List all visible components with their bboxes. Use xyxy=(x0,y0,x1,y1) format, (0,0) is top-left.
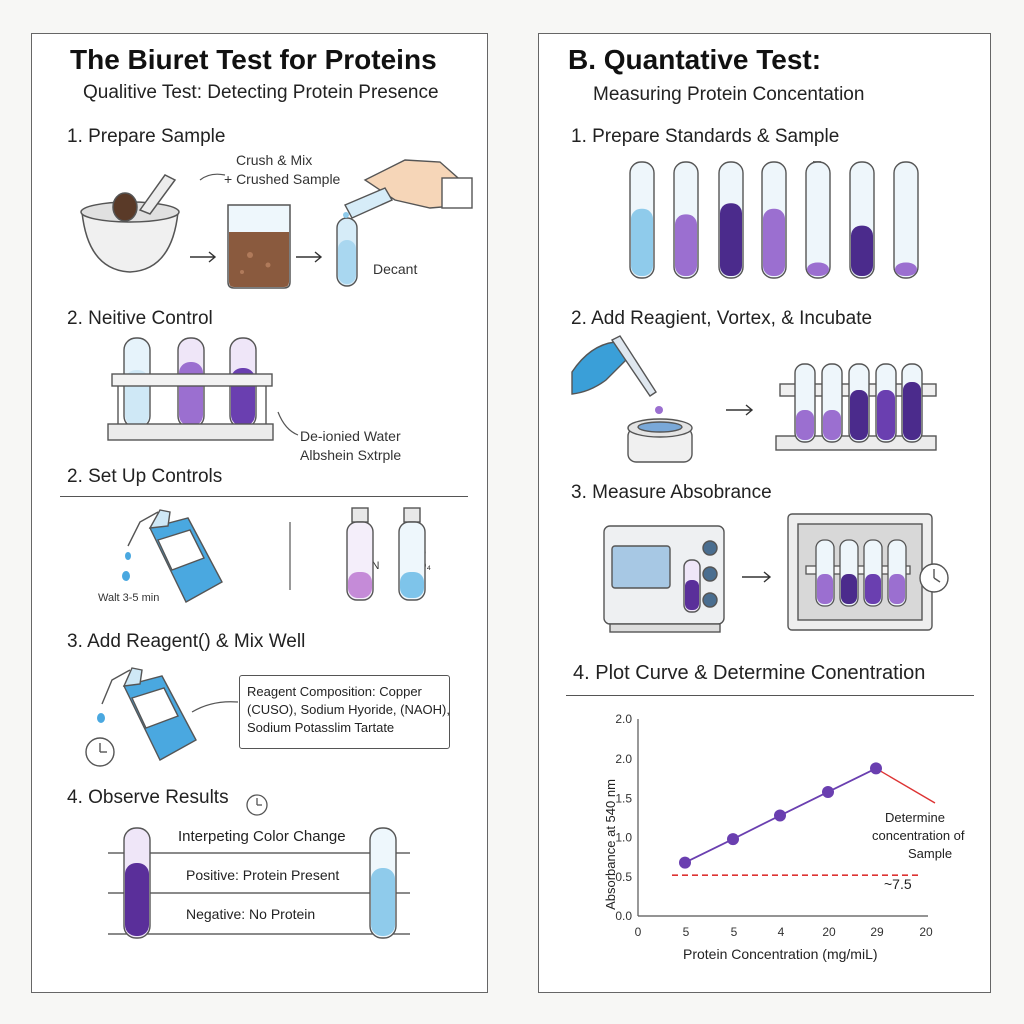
positive-result: Positive: Protein Present xyxy=(186,867,340,883)
tube-label: 0 4COH xyxy=(768,194,780,234)
crush-label-1: Crush & Mix xyxy=(236,152,313,168)
control-label-1: De-ionied Water xyxy=(300,428,401,444)
chart-annotation-2: concentration of xyxy=(872,828,965,843)
vial2-label-2: CUO₄ xyxy=(402,560,431,572)
tube-label: Baoain Randard xyxy=(812,160,824,240)
right-step1-title: 1. Prepare Standards & Sample xyxy=(571,126,840,147)
reagent-composition-box xyxy=(239,675,450,749)
right-subtitle: Measuring Protein Concentation xyxy=(593,84,865,105)
display-sub: Aumahsble ocn xyxy=(622,575,678,584)
crush-label-2: + Crushed Sample xyxy=(224,171,341,187)
divider-2 xyxy=(566,695,974,696)
tube-label: 0.5 xyxy=(636,206,648,222)
reference-label: ~7.5 xyxy=(884,876,912,892)
display-value: - 0.75 xyxy=(626,558,657,572)
left-step2-title: 2. Neitive Control xyxy=(67,308,213,329)
decant-label: Decant xyxy=(373,261,418,277)
control-label-2: Albshein Sxtrple xyxy=(300,447,402,463)
chart-annotation-3: Sample xyxy=(908,846,953,861)
left-title: The Biuret Test for Proteins xyxy=(70,44,437,75)
composition-line-3: Sodium Potasslim Tartate xyxy=(247,720,395,735)
left-step1-title: 1. Prepare Sample xyxy=(67,126,226,147)
composition-line-2: (CUSO), Sodium Hyoride, (NAOH), xyxy=(247,702,450,717)
left-subtitle: Qualitive Test: Detecting Protein Presen… xyxy=(83,82,439,103)
tube-label: 22ngtmle xyxy=(856,191,868,237)
divider xyxy=(60,496,468,497)
vial1-label-2: NMAN xyxy=(347,560,380,572)
tube-label: Unkoan Sample xyxy=(900,161,912,240)
right-step3-title: 3. Measure Absobrance xyxy=(571,482,772,503)
left-step2b-title: 2. Set Up Controls xyxy=(67,466,223,487)
composition-line-1: Reagent Composition: Copper xyxy=(247,684,422,699)
left-step4-title: 4. Observe Results xyxy=(67,787,229,808)
results-table-header: Interpeting Color Change xyxy=(178,828,346,845)
negative-result: Negative: No Protein xyxy=(186,906,316,922)
right-title: B. Quantative Test: xyxy=(568,44,822,75)
vial2-label-1: 16% xyxy=(404,546,427,558)
left-step3-title: 3. Add Reagent() & Mix Well xyxy=(67,631,306,652)
right-step2-title: 2. Add Reagient, Vortex, & Incubate xyxy=(571,308,873,329)
right-step4-title: 4. Plot Curve & Determine Conentration xyxy=(573,662,926,684)
chart-ylabel: Absorbance at 540 nm xyxy=(602,779,618,910)
wait-label: Walt 3-5 min xyxy=(98,592,160,604)
tube-label: Acenth xyxy=(680,196,692,232)
vial1-label-1: 10% xyxy=(348,546,371,558)
chart-xlabel: Protein Concentration (mg/miL) xyxy=(683,946,878,962)
tube-label: 1.5 xyxy=(725,206,737,222)
chart-annotation-1: Determine xyxy=(885,810,945,825)
